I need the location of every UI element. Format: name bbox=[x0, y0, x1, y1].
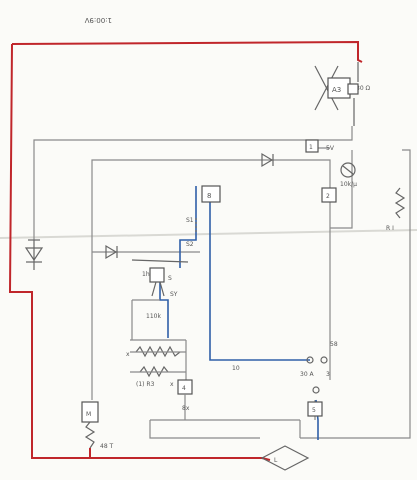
wire-58: 58 bbox=[330, 341, 338, 348]
box-4: 4 8x bbox=[177, 379, 193, 420]
right-resistor: R I bbox=[386, 187, 406, 232]
a3-label: A3 bbox=[332, 86, 341, 94]
resistor-row: x (1) R3 x bbox=[126, 339, 187, 388]
transistor-block: S SY 1h 110k bbox=[131, 259, 189, 340]
box-8-label: 8 bbox=[207, 192, 211, 200]
switch-node: 30 A 3 bbox=[300, 356, 330, 394]
paper-fold bbox=[0, 229, 417, 239]
relay-coil: M 48 T bbox=[81, 401, 114, 450]
block-note: 110k bbox=[146, 313, 161, 320]
right-label: R I bbox=[386, 225, 394, 232]
relay-m: M bbox=[86, 411, 91, 418]
led-symbol: 10k/μ bbox=[340, 162, 357, 188]
mid-diode bbox=[105, 244, 118, 260]
box-2: 2 bbox=[321, 187, 337, 203]
top-diode bbox=[261, 152, 274, 168]
left-diode bbox=[24, 239, 44, 270]
grey-wiring bbox=[33, 126, 411, 439]
node-30a: 30 A bbox=[300, 371, 315, 378]
led-value: 10k/μ bbox=[340, 181, 357, 188]
box-8: 8 S1 S2 bbox=[186, 185, 221, 248]
pin-sy: SY bbox=[170, 291, 178, 298]
sub-label-2: 8x bbox=[182, 405, 190, 412]
box-1-note: 5V bbox=[326, 145, 335, 152]
box-4-label: 4 bbox=[182, 385, 186, 392]
pin-s2: S2 bbox=[186, 241, 194, 248]
bottom-diamond: L bbox=[260, 445, 310, 471]
pin-1n: 1h bbox=[142, 271, 150, 278]
a3-value: 30 Ω bbox=[356, 85, 371, 92]
pin-s1: S1 bbox=[186, 217, 194, 224]
box-5: 5 bbox=[307, 401, 323, 417]
box-1-label: 1 bbox=[309, 144, 313, 151]
header-title: 1:00:9V bbox=[84, 16, 112, 24]
a3-component: A3 30 Ω bbox=[314, 62, 371, 126]
relay-label: 48 T bbox=[100, 443, 114, 450]
pin-s: S bbox=[168, 275, 172, 282]
misc-x2: x bbox=[170, 381, 174, 388]
red-wire-loop bbox=[8, 40, 363, 461]
box-5-label: 5 bbox=[312, 407, 316, 414]
mid-label: 10 bbox=[232, 365, 240, 372]
node-3: 3 bbox=[326, 371, 330, 378]
box-1: 1 5V bbox=[305, 139, 335, 153]
bottom-node: L bbox=[274, 457, 278, 464]
misc-x: x bbox=[126, 351, 130, 358]
res-label: (1) R3 bbox=[136, 381, 155, 388]
blue-wiring bbox=[159, 186, 319, 440]
box-2-label: 2 bbox=[326, 193, 330, 200]
